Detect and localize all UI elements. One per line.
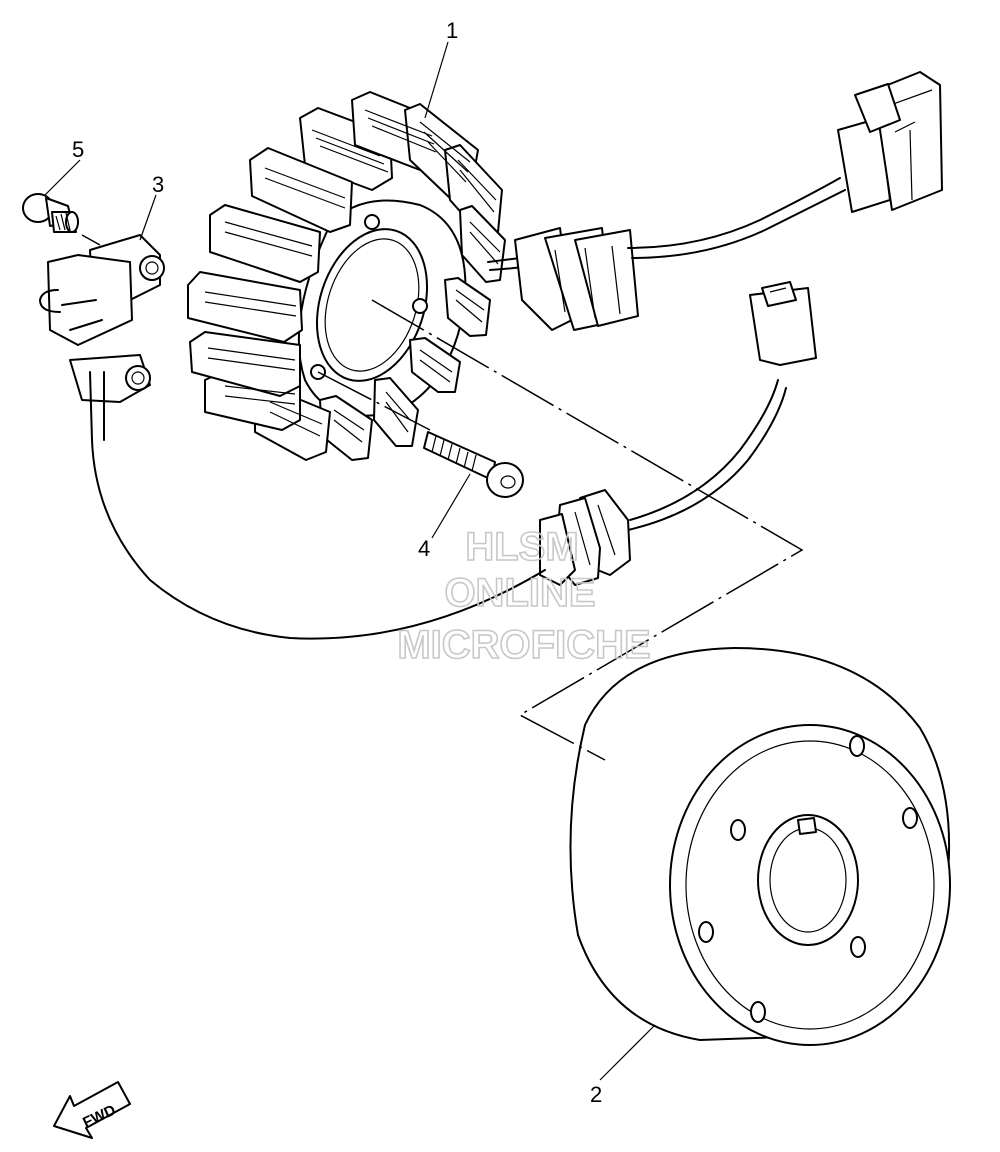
stator-bolt <box>423 431 524 498</box>
watermark: HLSM ONLINE MICROFICHE <box>397 524 652 668</box>
callout-5: 5 <box>72 137 84 162</box>
pickup-coil-sensor <box>39 234 546 640</box>
stator-coupler-3pin <box>514 227 639 331</box>
flywheel-rotor <box>569 647 951 1046</box>
callout-1: 1 <box>446 18 458 43</box>
pickup-coupler-2pin <box>749 281 817 366</box>
watermark-line-2: ONLINE <box>444 571 595 615</box>
callout-3: 3 <box>152 172 164 197</box>
coil-winding-lines <box>204 109 501 443</box>
stator-coil-assembly <box>187 71 943 586</box>
callout-leaders <box>44 41 656 1081</box>
callout-4: 4 <box>418 536 430 561</box>
wire-grommet <box>539 489 631 586</box>
assembly-guide-lines <box>81 234 804 761</box>
callout-2: 2 <box>590 1082 602 1107</box>
watermark-line-3: MICROFICHE <box>397 623 650 667</box>
pickup-screw <box>22 193 79 233</box>
fwd-arrow-icon: FWD <box>53 1081 131 1139</box>
watermark-line-1: HLSM <box>465 525 578 569</box>
main-connector-top-right <box>837 71 943 213</box>
